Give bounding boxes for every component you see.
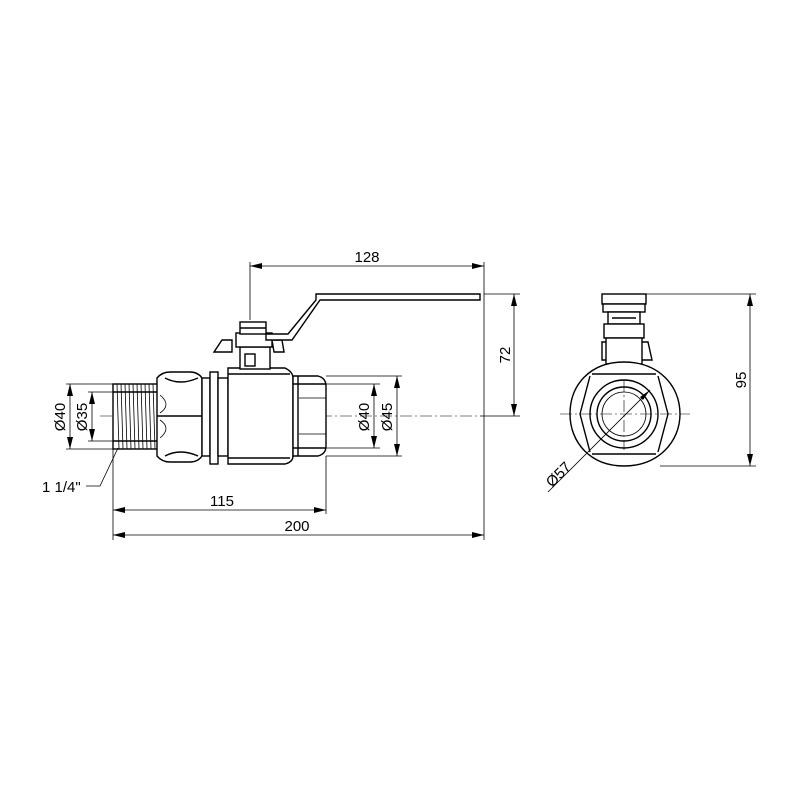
thread-line [152,383,156,450]
thread-line [148,383,152,450]
thread-line [136,383,140,450]
dim-total-height: 95 [733,372,750,389]
thread-line [120,383,124,450]
dim-overall-length: 200 [284,518,309,535]
thread-line [144,383,148,450]
side-view [100,293,481,465]
flange [201,371,229,465]
union-nut [156,371,203,463]
dim-outer-diameter-left: Ø40 [52,403,69,431]
threaded-spigot [112,383,160,450]
dim-inner-diameter-left: Ø35 [74,403,91,431]
thread-line [132,383,136,450]
thread-line [140,383,144,450]
side-dimensions: 128 72 Ø40 Ø35 1 1/4" Ø40 [42,249,520,540]
dim-lever-length: 128 [354,249,379,266]
thread-line [116,383,120,450]
dim-body-length: 115 [210,493,234,510]
lever-assembly [212,293,481,370]
dim-inner-diameter-right: Ø40 [356,403,373,431]
dim-outer-diameter-right: Ø45 [379,403,396,431]
thread-size-label: 1 1/4" [42,479,81,496]
thread-line [124,383,128,450]
end-view [560,293,690,467]
dim-end-view-diameter: Ø57 [543,459,575,491]
valve-body [227,367,294,465]
thread-line [128,383,132,450]
female-end [292,375,327,457]
dim-height-to-axis: 72 [497,347,514,364]
